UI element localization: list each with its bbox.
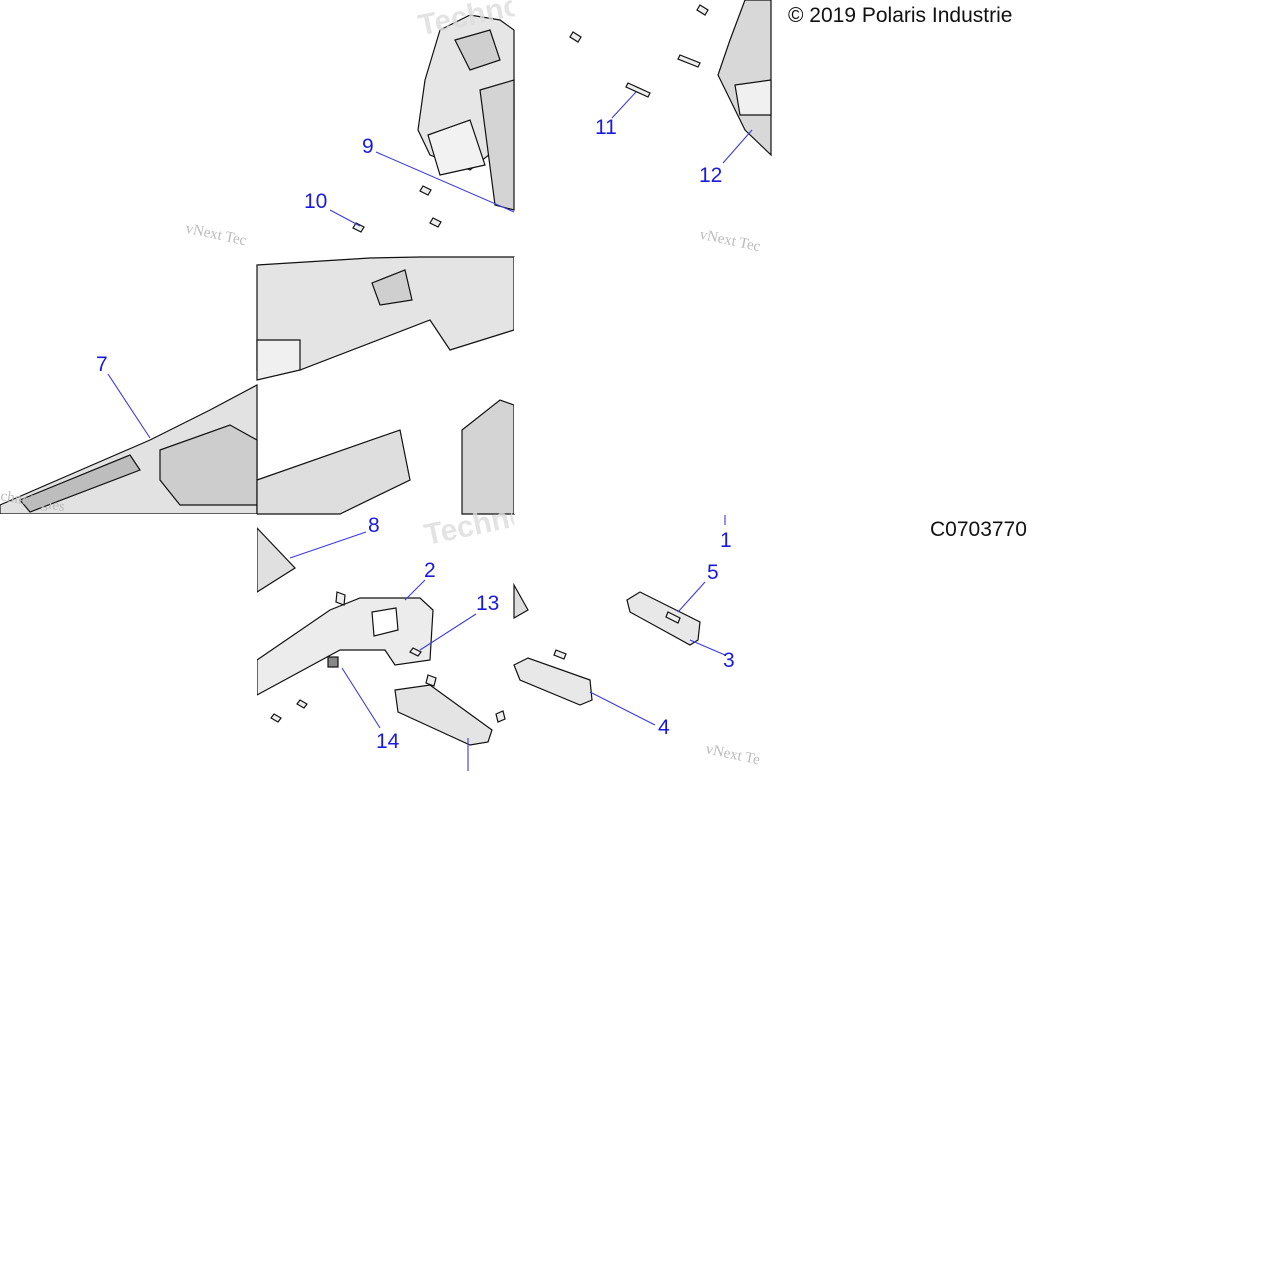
part-9-front-panel [417, 14, 515, 211]
tile-gap-right-low [771, 555, 1028, 771]
fastener-bolts-top [352, 4, 709, 233]
part-12-side-panel [717, 0, 772, 157]
callout-9: 9 [362, 135, 374, 158]
callout-14: 14 [376, 730, 400, 753]
part-2-mounting-bracket [256, 597, 493, 746]
part-7-frame-assembly [0, 384, 258, 515]
tile-gap-right-mid [771, 257, 1028, 514]
tile-gap-lower-left [0, 514, 257, 771]
part-3-bracket [626, 591, 701, 646]
callout-8: 8 [368, 514, 380, 537]
callout-7: 7 [96, 353, 108, 376]
tile-gap-bottom [0, 771, 1285, 1285]
callout-2: 2 [424, 559, 436, 582]
copyright-notice: © 2019 Polaris Industrie [788, 4, 1013, 27]
part-crossbar-assembly [256, 256, 515, 515]
part-5-bolt [553, 611, 681, 660]
fastener-bolts-bottom [270, 591, 506, 723]
callout-10: 10 [304, 190, 328, 213]
callout-11: 11 [595, 116, 617, 139]
callout-1: 1 [720, 529, 732, 552]
callout-12: 12 [699, 164, 723, 187]
tile-gap-upper-right [514, 257, 771, 514]
part-4-bracket [513, 582, 593, 706]
callout-leader-lines [107, 91, 753, 771]
callout-4: 4 [658, 716, 670, 739]
callout-5: 5 [707, 561, 719, 584]
callout-13: 13 [476, 592, 500, 615]
figure-code: C0703770 [930, 518, 1027, 541]
callout-3: 3 [723, 649, 735, 672]
